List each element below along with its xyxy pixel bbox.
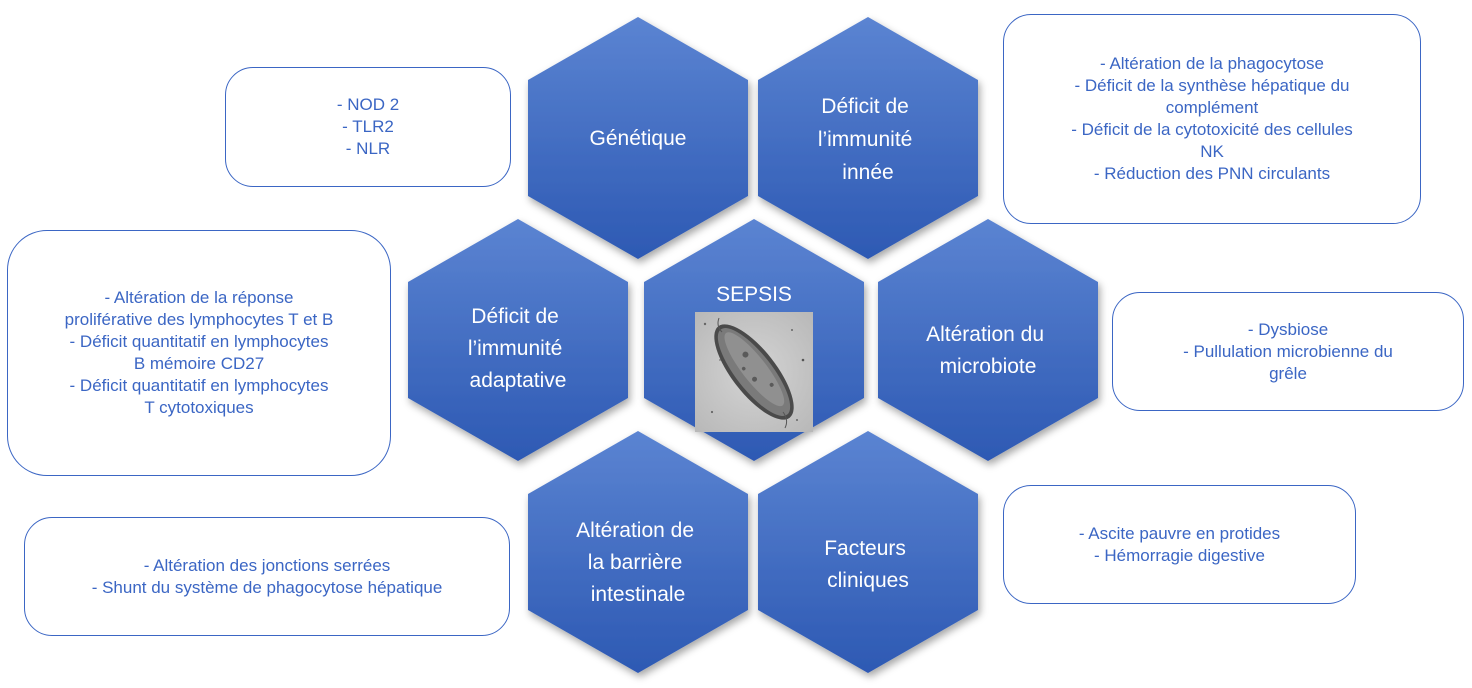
box-line: - Altération des jonctions serrées xyxy=(143,555,391,575)
box-line: T cytotoxiques xyxy=(144,398,254,417)
immunite-adaptative-details-box: - Altération de la réponse proliférative… xyxy=(7,230,391,476)
hexagon-barriere-intestinale-label: Altération de la barrière intestinale xyxy=(576,519,700,606)
hexagon-genetique: Génétique xyxy=(528,17,748,259)
box-line: - Déficit quantitatif en lymphocytes xyxy=(69,332,329,351)
hexagon-barriere-intestinale: Altération de la barrière intestinale xyxy=(528,431,748,673)
box-line: - Déficit de la synthèse hépatique du xyxy=(1074,76,1350,95)
hexagon-facteurs-cliniques: Facteurs cliniques xyxy=(758,431,978,673)
hexagon-facteurs-cliniques-label: Facteurs cliniques xyxy=(824,537,912,592)
box-line: B mémoire CD27 xyxy=(133,354,265,373)
box-line: - Pullulation microbienne du xyxy=(1183,341,1393,361)
box-line: - TLR2 xyxy=(342,117,394,136)
box-line: - Ascite pauvre en protides xyxy=(1078,523,1281,543)
box-line: NK xyxy=(1200,142,1224,161)
facteurs-details-box: - Ascite pauvre en protides - Hémorragie… xyxy=(1003,485,1356,604)
genetique-details-box: - NOD 2 - TLR2 - NLR xyxy=(225,67,511,187)
immunite-innee-details-box: - Altération de la phagocytose - Déficit… xyxy=(1003,14,1421,224)
box-line: - Altération de la réponse xyxy=(104,288,294,307)
box-line: - Altération de la phagocytose xyxy=(1100,54,1324,73)
barriere-details-box: - Altération des jonctions serrées - Shu… xyxy=(24,517,510,636)
hexagon-sepsis-label: SEPSIS xyxy=(716,283,792,306)
hexagon-immunite-innee: Déficit de l’immunité innée xyxy=(758,17,978,259)
microbiote-details-box: - Dysbiose - Pullulation microbienne du … xyxy=(1112,292,1464,411)
box-line: - Hémorragie digestive xyxy=(1093,545,1265,565)
box-line: grêle xyxy=(1269,363,1307,383)
box-line: - NOD 2 xyxy=(336,95,400,114)
box-line: - NLR xyxy=(345,139,391,158)
hexagon-immunite-adaptative: Déficit de l’immunité adaptative xyxy=(408,219,628,461)
hexagon-genetique-label: Génétique xyxy=(590,127,687,150)
hexagon-microbiote-label: Altération du microbiote xyxy=(926,323,1050,378)
box-line: - Dysbiose xyxy=(1247,319,1329,339)
hexagon-microbiote: Altération du microbiote xyxy=(878,219,1098,461)
box-line: - Shunt du système de phagocytose hépati… xyxy=(91,577,443,597)
hexagon-immunite-innee-label: Déficit de l’immunité innée xyxy=(818,95,918,184)
hexagon-sepsis: SEPSIS xyxy=(644,219,864,461)
box-line: complément xyxy=(1165,98,1259,117)
box-line: proliférative des lymphocytes T et B xyxy=(64,310,334,329)
bacterium-micrograph xyxy=(695,312,813,432)
box-line: - Déficit quantitatif en lymphocytes xyxy=(69,376,329,395)
box-line: - Déficit de la cytotoxicité des cellule… xyxy=(1071,120,1353,139)
hexagon-immunite-adaptative-label: Déficit de l’immunité adaptative xyxy=(468,305,568,392)
box-line: - Réduction des PNN circulants xyxy=(1093,164,1331,183)
